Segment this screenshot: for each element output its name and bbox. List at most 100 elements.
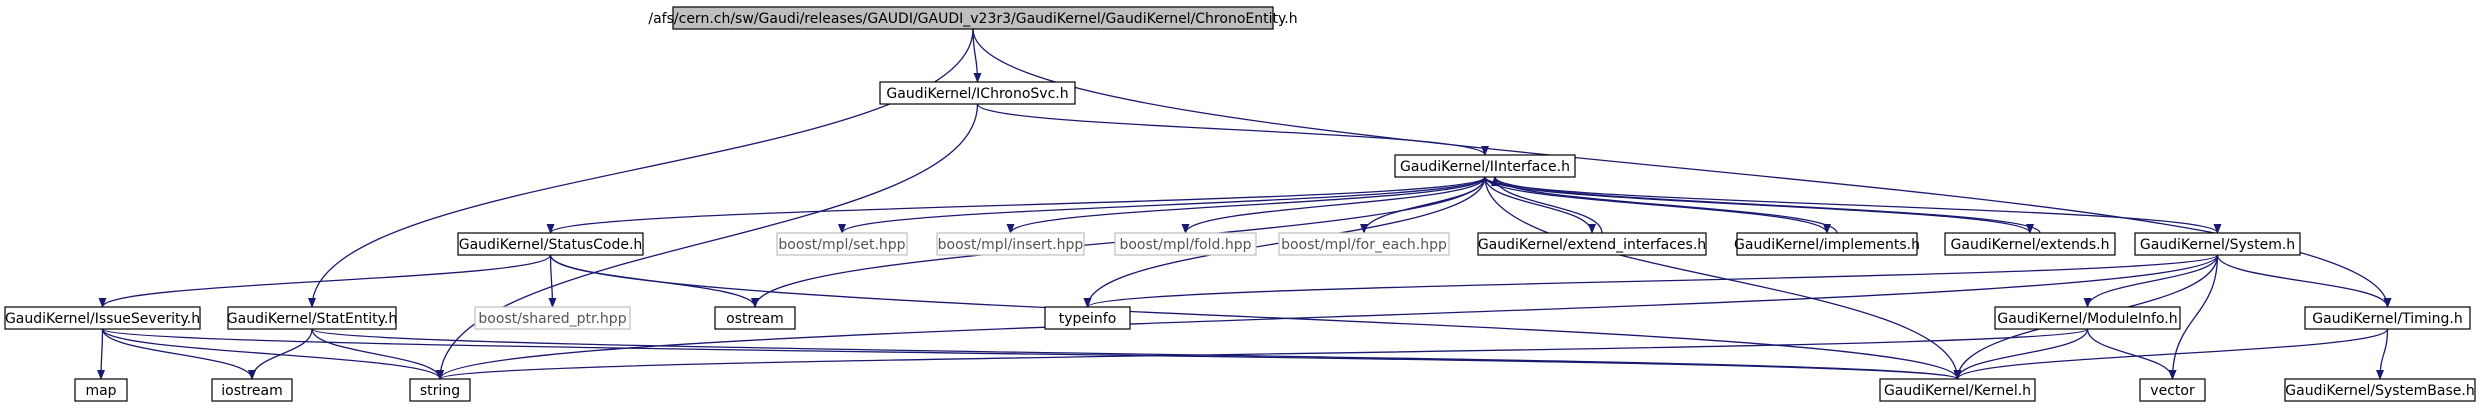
node-box [1736, 232, 1918, 256]
edge-iinterface-to-statuscode [546, 176, 1486, 234]
node-mplset: boost/mpl/set.hpp [776, 232, 908, 256]
edge-implements-to-iinterface [1491, 176, 1838, 234]
edge-system-to-vector [2168, 254, 2219, 380]
edges-layer [97, 28, 2392, 380]
node-box [1879, 378, 2036, 402]
edge-iinterface-to-implements [1484, 176, 1831, 234]
node-label: boost/mpl/set.hpp [778, 237, 905, 253]
node-label: string [420, 383, 460, 399]
edge-system-to-typeinfo [1083, 254, 2219, 308]
edge-ichronosvc-to-iinterface [976, 103, 1489, 156]
node-box [2134, 232, 2301, 256]
node-kernel[interactable]: GaudiKernel/Kernel.h [1879, 378, 2036, 402]
node-ichronosvc[interactable]: GaudiKernel/IChronoSvc.h [879, 81, 1076, 105]
node-box [1944, 232, 2116, 256]
edge-root-to-timing [972, 28, 2392, 308]
node-label: GaudiKernel/Kernel.h [1884, 383, 2031, 399]
node-box [74, 378, 128, 402]
node-box [211, 378, 293, 402]
node-mplinsert: boost/mpl/insert.hpp [936, 232, 1085, 256]
edge-system-to-moduleinfo [2083, 254, 2219, 308]
node-label: GaudiKernel/extends.h [1951, 237, 2110, 253]
node-statuscode[interactable]: GaudiKernel/StatusCode.h [457, 232, 644, 256]
edge-statentity-to-kernel [311, 328, 1961, 380]
node-systembase[interactable]: GaudiKernel/SystemBase.h [2284, 378, 2476, 402]
edge-moduleinfo-to-kernel [1953, 328, 2089, 380]
edge-ichronosvc-to-string [436, 103, 979, 380]
node-mplfold: boost/mpl/fold.hpp [1114, 232, 1257, 256]
node-label: boost/mpl/for_each.hpp [1281, 237, 1447, 253]
node-typeinfo[interactable]: typeinfo [1044, 306, 1131, 330]
node-string[interactable]: string [409, 378, 471, 402]
node-root[interactable]: /afs/cern.ch/sw/Gaudi/releases/GAUDI/GAU… [648, 6, 1298, 30]
node-extendif[interactable]: GaudiKernel/extend_interfaces.h [1477, 232, 1707, 256]
node-label: GaudiKernel/SystemBase.h [2285, 383, 2474, 399]
node-box [1477, 232, 1707, 256]
node-extends[interactable]: GaudiKernel/extends.h [1944, 232, 2116, 256]
node-label: GaudiKernel/Timing.h [2312, 311, 2462, 327]
node-box [879, 81, 1076, 105]
node-box [1394, 154, 1576, 178]
node-box [409, 378, 471, 402]
edge-statuscode-to-kernel [549, 254, 1962, 380]
node-box [2139, 378, 2206, 402]
node-map[interactable]: map [74, 378, 128, 402]
node-label: GaudiKernel/IInterface.h [1400, 159, 1570, 175]
node-statentity[interactable]: GaudiKernel/StatEntity.h [227, 306, 397, 330]
node-box [2304, 306, 2471, 330]
edge-iinterface-to-mplfold [1181, 176, 1486, 234]
edge-extendif-to-iinterface [1491, 176, 1603, 234]
nodes-layer: /afs/cern.ch/sw/Gaudi/releases/GAUDI/GAU… [4, 6, 2476, 402]
node-box [2284, 378, 2476, 402]
node-label: /afs/cern.ch/sw/Gaudi/releases/GAUDI/GAU… [648, 11, 1297, 27]
node-timing[interactable]: GaudiKernel/Timing.h [2304, 306, 2471, 330]
node-mplforeach: boost/mpl/for_each.hpp [1278, 232, 1450, 256]
node-box [1994, 306, 2181, 330]
edge-iinterface-to-kernel [1484, 176, 1962, 380]
edge-extends-to-iinterface [1491, 176, 2041, 234]
edge-statentity-to-iostream [248, 328, 313, 380]
node-label: boost/shared_ptr.hpp [478, 311, 626, 327]
node-box [227, 306, 397, 330]
node-box [474, 306, 631, 330]
node-label: iostream [221, 383, 283, 399]
node-label: GaudiKernel/IChronoSvc.h [886, 86, 1068, 102]
node-box [1114, 232, 1257, 256]
edge-moduleinfo-to-vector [2086, 328, 2177, 380]
edge-timing-to-systembase [2376, 328, 2389, 380]
node-box [936, 232, 1085, 256]
node-label: typeinfo [1059, 311, 1117, 327]
edge-root-to-statentity [308, 28, 974, 308]
node-issueseverity[interactable]: GaudiKernel/IssueSeverity.h [4, 306, 201, 330]
node-ostream[interactable]: ostream [714, 306, 796, 330]
node-label: GaudiKernel/StatEntity.h [227, 311, 397, 327]
edge-moduleinfo-to-string [436, 328, 2089, 380]
edge-iinterface-to-mplinsert [1006, 176, 1486, 234]
node-moduleinfo[interactable]: GaudiKernel/ModuleInfo.h [1994, 306, 2181, 330]
edge-iinterface-to-mplset [838, 176, 1486, 234]
node-system[interactable]: GaudiKernel/System.h [2134, 232, 2301, 256]
edge-issueseverity-to-map [97, 328, 106, 380]
node-label: vector [2150, 383, 2195, 399]
edge-issueseverity-to-string [101, 328, 444, 380]
node-vector[interactable]: vector [2139, 378, 2206, 402]
node-iinterface[interactable]: GaudiKernel/IInterface.h [1394, 154, 1576, 178]
node-label: ostream [726, 311, 784, 327]
edge-iinterface-to-extendif [1484, 176, 1596, 234]
node-implements[interactable]: GaudiKernel/implements.h [1734, 232, 1920, 256]
node-box [1278, 232, 1450, 256]
edge-statentity-to-string [311, 328, 444, 380]
node-box [1044, 306, 1131, 330]
node-box [457, 232, 644, 256]
node-label: boost/mpl/insert.hpp [938, 237, 1084, 253]
edge-system-to-string [436, 254, 2219, 380]
node-box [4, 306, 201, 330]
edge-statuscode-to-sharedptr [548, 254, 557, 308]
node-label: GaudiKernel/extend_interfaces.h [1478, 237, 1706, 253]
node-label: GaudiKernel/StatusCode.h [459, 237, 643, 253]
node-iostream[interactable]: iostream [211, 378, 293, 402]
node-box [776, 232, 908, 256]
node-label: GaudiKernel/System.h [2140, 237, 2295, 253]
node-box [714, 306, 796, 330]
